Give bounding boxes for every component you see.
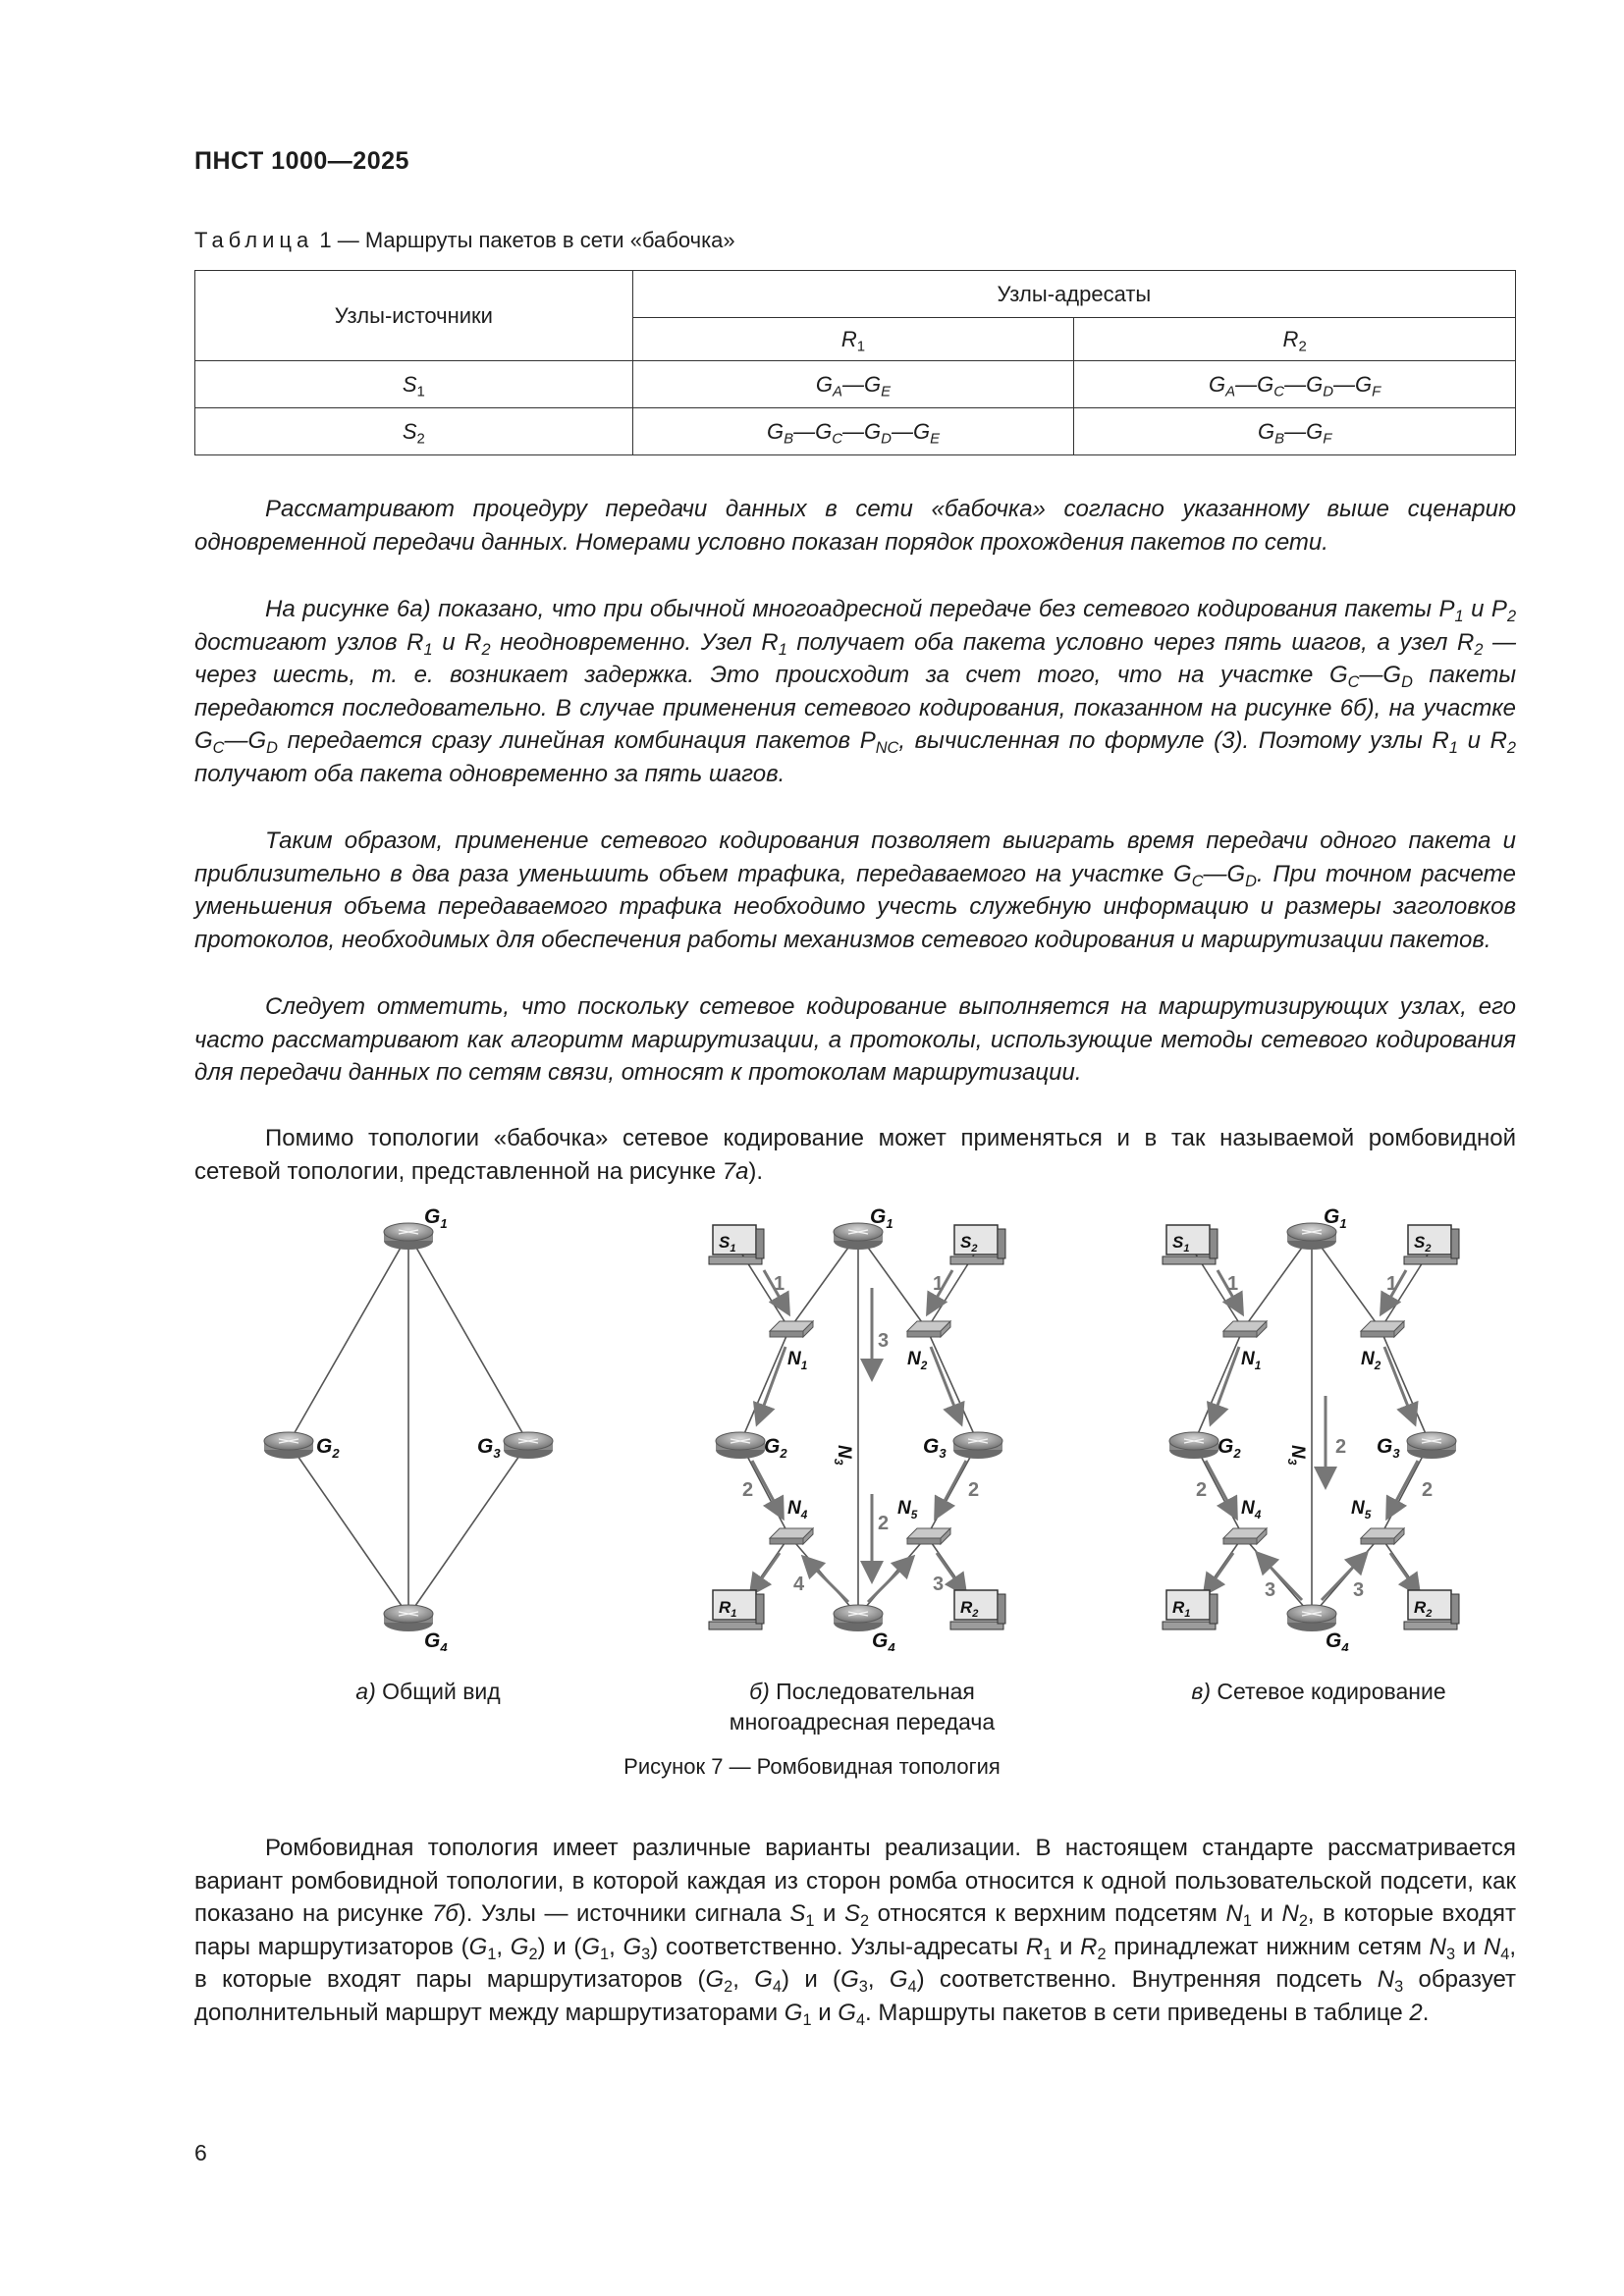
receiver-r1-b: R1 bbox=[708, 1589, 765, 1630]
row-source-s1: S1 bbox=[194, 360, 633, 408]
table-caption-text: 1 — Маршруты пакетов в сети «бабочка» bbox=[313, 228, 735, 252]
col-header-r1: R1 bbox=[631, 317, 1075, 361]
label-n4-b: N4 bbox=[787, 1498, 808, 1522]
switch-n1-c bbox=[1221, 1319, 1269, 1339]
router-g3-a bbox=[503, 1431, 554, 1459]
router-g1-b bbox=[833, 1222, 884, 1250]
receiver-r2-c: R2 bbox=[1403, 1589, 1460, 1630]
step-n4-r1-b: 4 bbox=[793, 1574, 805, 1595]
label-g3-a: G3 bbox=[477, 1435, 501, 1461]
step-n4-r1-c: 3 bbox=[1265, 1579, 1275, 1601]
step-g1-g4-b: 3 bbox=[878, 1330, 889, 1352]
routes-table: Узлы-источники Узлы-адресаты R1 R2 S1 GA… bbox=[194, 270, 1517, 455]
figure-7a-label: а) Общий вид bbox=[355, 1679, 501, 1704]
step-g4-lower-b: 2 bbox=[878, 1513, 889, 1534]
paragraph-6: Ромбовидная топология имеет различные ва… bbox=[194, 1835, 1517, 2029]
diagram-a bbox=[288, 1233, 529, 1617]
label-n5-b: N5 bbox=[897, 1498, 918, 1522]
route-s1-r1: GA—GE bbox=[631, 360, 1075, 408]
step-g1-g4-c: 2 bbox=[1335, 1436, 1346, 1458]
label-g1-b: G1 bbox=[870, 1205, 893, 1231]
paragraph-3: Таким образом, применение сетевого кодир… bbox=[194, 828, 1516, 953]
source-s2-c: S2 bbox=[1403, 1224, 1460, 1265]
step-s2-n2-c: 1 bbox=[1386, 1273, 1397, 1295]
router-g2-a bbox=[263, 1431, 314, 1459]
table-row: S1 GA—GE GA—GC—GD—GF bbox=[194, 360, 1516, 408]
paragraph-1: Рассматривают процедуру передачи данных … bbox=[194, 496, 1516, 556]
switch-n4-c bbox=[1221, 1526, 1269, 1546]
router-g1-a bbox=[383, 1222, 434, 1250]
switch-n2-c bbox=[1359, 1319, 1406, 1339]
row-source-s2: S2 bbox=[194, 407, 633, 455]
router-g4-c bbox=[1286, 1604, 1337, 1631]
step-g2-n4-c: 2 bbox=[1196, 1479, 1207, 1501]
step-s1-n1-c: 1 bbox=[1227, 1273, 1238, 1295]
table-caption-prefix: Таблица bbox=[194, 228, 314, 252]
label-n4-c: N4 bbox=[1241, 1498, 1262, 1522]
label-g4-a: G4 bbox=[424, 1629, 448, 1651]
label-g2-a: G2 bbox=[316, 1435, 340, 1461]
step-n5-r2-c: 3 bbox=[1353, 1579, 1364, 1601]
col-header-r2: R2 bbox=[1073, 317, 1516, 361]
label-g4-b: G4 bbox=[872, 1629, 895, 1651]
step-g2-n4-b: 2 bbox=[742, 1479, 753, 1501]
switch-n4-b bbox=[768, 1526, 815, 1546]
router-g4-a bbox=[383, 1604, 434, 1631]
figure-7-caption: Рисунок 7 — Ромбовидная топология bbox=[623, 1754, 1001, 1779]
source-s1-b: S1 bbox=[708, 1224, 765, 1265]
label-n1-c: N1 bbox=[1241, 1349, 1261, 1372]
col-header-sources: Узлы-источники bbox=[194, 270, 633, 361]
diagram-c-arrows bbox=[1202, 1269, 1422, 1602]
col-header-destinations: Узлы-адресаты bbox=[631, 270, 1517, 318]
router-g4-b bbox=[833, 1604, 884, 1631]
diagram-b-arrows bbox=[748, 1269, 968, 1604]
receiver-r2-b: R2 bbox=[949, 1589, 1006, 1630]
switch-n2-b bbox=[905, 1319, 952, 1339]
page-number: 6 bbox=[194, 2140, 207, 2165]
router-g1-c bbox=[1286, 1222, 1337, 1250]
figure-7c-label: в) Сетевое кодирование bbox=[1191, 1679, 1446, 1704]
paragraph-5: Помимо топологии «бабочка» сетевое кодир… bbox=[194, 1125, 1516, 1185]
label-n3-b: N3 bbox=[832, 1445, 854, 1466]
step-s2-n2-b: 1 bbox=[933, 1273, 944, 1295]
router-g3-b bbox=[952, 1431, 1003, 1459]
receiver-r1-c: R1 bbox=[1162, 1589, 1218, 1630]
label-n2-b: N2 bbox=[907, 1349, 928, 1372]
route-s2-r2: GB—GF bbox=[1073, 407, 1516, 455]
step-n5-r2-b: 3 bbox=[933, 1574, 944, 1595]
label-n1-b: N1 bbox=[787, 1349, 807, 1372]
switch-n1-b bbox=[768, 1319, 815, 1339]
route-s1-r2: GA—GC—GD—GF bbox=[1073, 360, 1516, 408]
table-row: S2 GB—GC—GD—GE GB—GF bbox=[194, 407, 1516, 455]
label-g1-a: G1 bbox=[424, 1205, 448, 1231]
label-g2-c: G2 bbox=[1218, 1435, 1241, 1461]
source-s2-b: S2 bbox=[949, 1224, 1006, 1265]
label-g4-c: G4 bbox=[1326, 1629, 1349, 1651]
label-g3-b: G3 bbox=[923, 1435, 947, 1461]
router-g2-b bbox=[715, 1431, 766, 1459]
router-g2-c bbox=[1168, 1431, 1219, 1459]
step-g3-n5-b: 2 bbox=[968, 1479, 979, 1501]
switch-n5-b bbox=[905, 1526, 952, 1546]
label-g2-b: G2 bbox=[764, 1435, 787, 1461]
label-g1-c: G1 bbox=[1324, 1205, 1347, 1231]
paragraph-2: На рисунке 6а) показано, что при обычной… bbox=[194, 596, 1517, 787]
label-n5-c: N5 bbox=[1351, 1498, 1372, 1522]
paragraph-4: Следует отметить, что поскольку сетевое … bbox=[194, 993, 1516, 1086]
source-s1-c: S1 bbox=[1162, 1224, 1218, 1265]
label-n2-c: N2 bbox=[1361, 1349, 1381, 1372]
switch-n5-c bbox=[1359, 1526, 1406, 1546]
step-g3-n5-c: 2 bbox=[1422, 1479, 1433, 1501]
table-caption: Таблица 1 — Маршруты пакетов в сети «баб… bbox=[194, 228, 735, 253]
label-g3-c: G3 bbox=[1377, 1435, 1400, 1461]
document-code: ПНСТ 1000—2025 bbox=[194, 147, 409, 175]
route-s2-r1: GB—GC—GD—GE bbox=[631, 407, 1075, 455]
step-s1-n1-b: 1 bbox=[774, 1273, 785, 1295]
label-n3-c: N3 bbox=[1285, 1445, 1308, 1466]
router-g3-c bbox=[1406, 1431, 1457, 1459]
